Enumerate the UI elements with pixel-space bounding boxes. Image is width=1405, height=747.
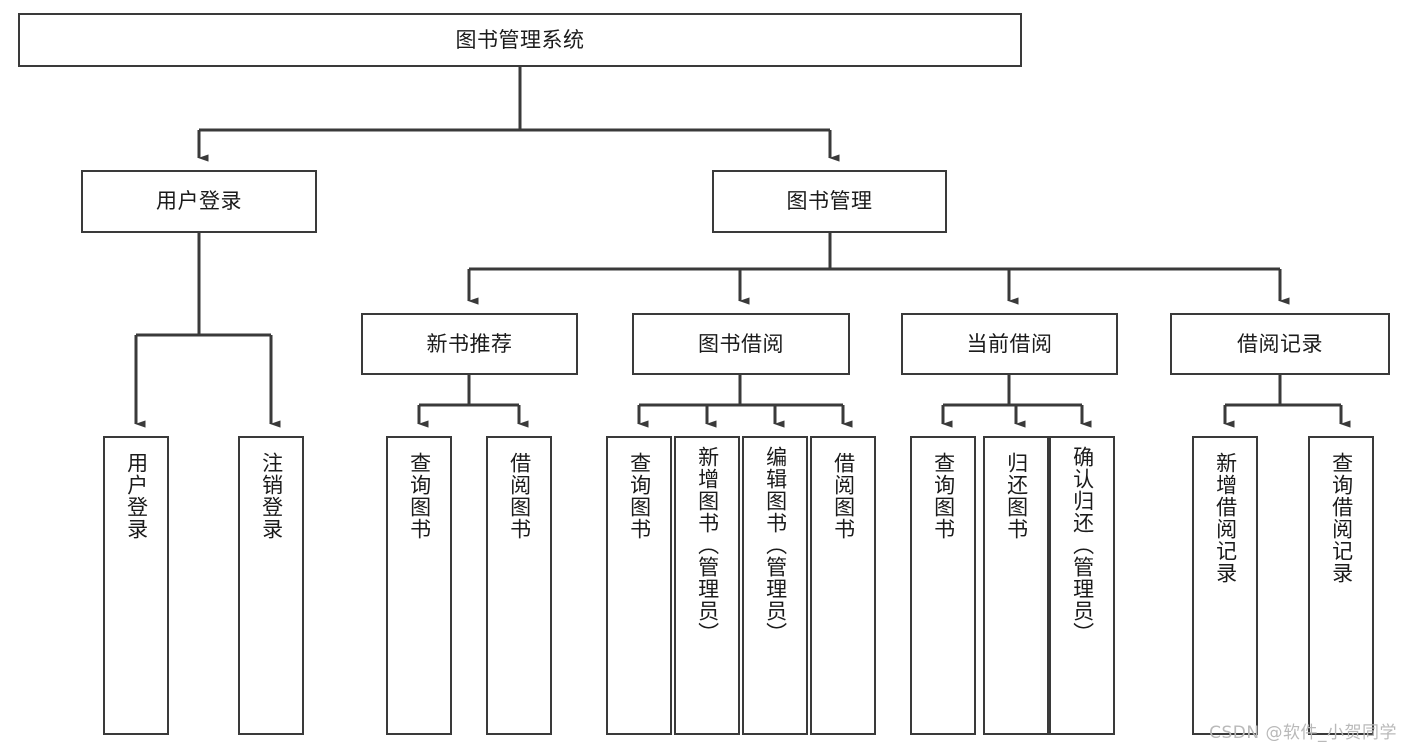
node-label: 新增借阅记录: [1213, 452, 1238, 584]
node-label: 图书借阅: [698, 331, 784, 356]
leaf-return-book[interactable]: 归还图书: [983, 436, 1049, 735]
leaf-query-book-recommend[interactable]: 查询图书: [386, 436, 452, 735]
node-label: 图书管理: [786, 189, 873, 214]
node-label: 确认归还（管理员）: [1070, 446, 1095, 644]
node-label: 查询图书: [407, 452, 432, 540]
node-label: 借阅记录: [1237, 331, 1323, 356]
leaf-query-book-current[interactable]: 查询图书: [910, 436, 976, 735]
node-label: 查询借阅记录: [1329, 452, 1354, 584]
leaf-borrow-book-recommend[interactable]: 借阅图书: [486, 436, 552, 735]
leaf-add-borrow-record[interactable]: 新增借阅记录: [1192, 436, 1258, 735]
node-book-borrow[interactable]: 图书借阅: [632, 313, 850, 375]
node-label: 查询图书: [931, 452, 956, 540]
node-label: 用户登录: [156, 189, 242, 214]
node-book-management[interactable]: 图书管理: [712, 170, 947, 233]
node-label: 当前借阅: [966, 331, 1053, 356]
node-label: 编辑图书（管理员）: [763, 446, 788, 644]
node-label: 注销登录: [259, 452, 284, 540]
leaf-edit-book-admin[interactable]: 编辑图书（管理员）: [742, 436, 808, 735]
node-current-borrow[interactable]: 当前借阅: [901, 313, 1118, 375]
node-new-book-recommend[interactable]: 新书推荐: [361, 313, 578, 375]
node-label: 图书管理系统: [455, 27, 585, 52]
leaf-user-login[interactable]: 用户登录: [103, 436, 169, 735]
node-label: 借阅图书: [507, 452, 532, 540]
node-label: 归还图书: [1004, 452, 1029, 540]
node-label: 新增图书（管理员）: [695, 446, 720, 644]
leaf-query-book-borrow[interactable]: 查询图书: [606, 436, 672, 735]
node-label: 新书推荐: [426, 331, 513, 356]
leaf-query-borrow-record[interactable]: 查询借阅记录: [1308, 436, 1374, 735]
node-user-login[interactable]: 用户登录: [81, 170, 317, 233]
node-label: 用户登录: [124, 452, 149, 540]
node-label: 借阅图书: [831, 452, 856, 540]
leaf-borrow-book[interactable]: 借阅图书: [810, 436, 876, 735]
node-root-book-management-system[interactable]: 图书管理系统: [18, 13, 1022, 67]
leaf-add-book-admin[interactable]: 新增图书（管理员）: [674, 436, 740, 735]
node-label: 查询图书: [627, 452, 652, 540]
csdn-watermark: CSDN @软件_小贺同学: [1209, 723, 1397, 743]
node-borrow-record[interactable]: 借阅记录: [1170, 313, 1390, 375]
leaf-logout[interactable]: 注销登录: [238, 436, 304, 735]
leaf-confirm-return-admin[interactable]: 确认归还（管理员）: [1049, 436, 1115, 735]
